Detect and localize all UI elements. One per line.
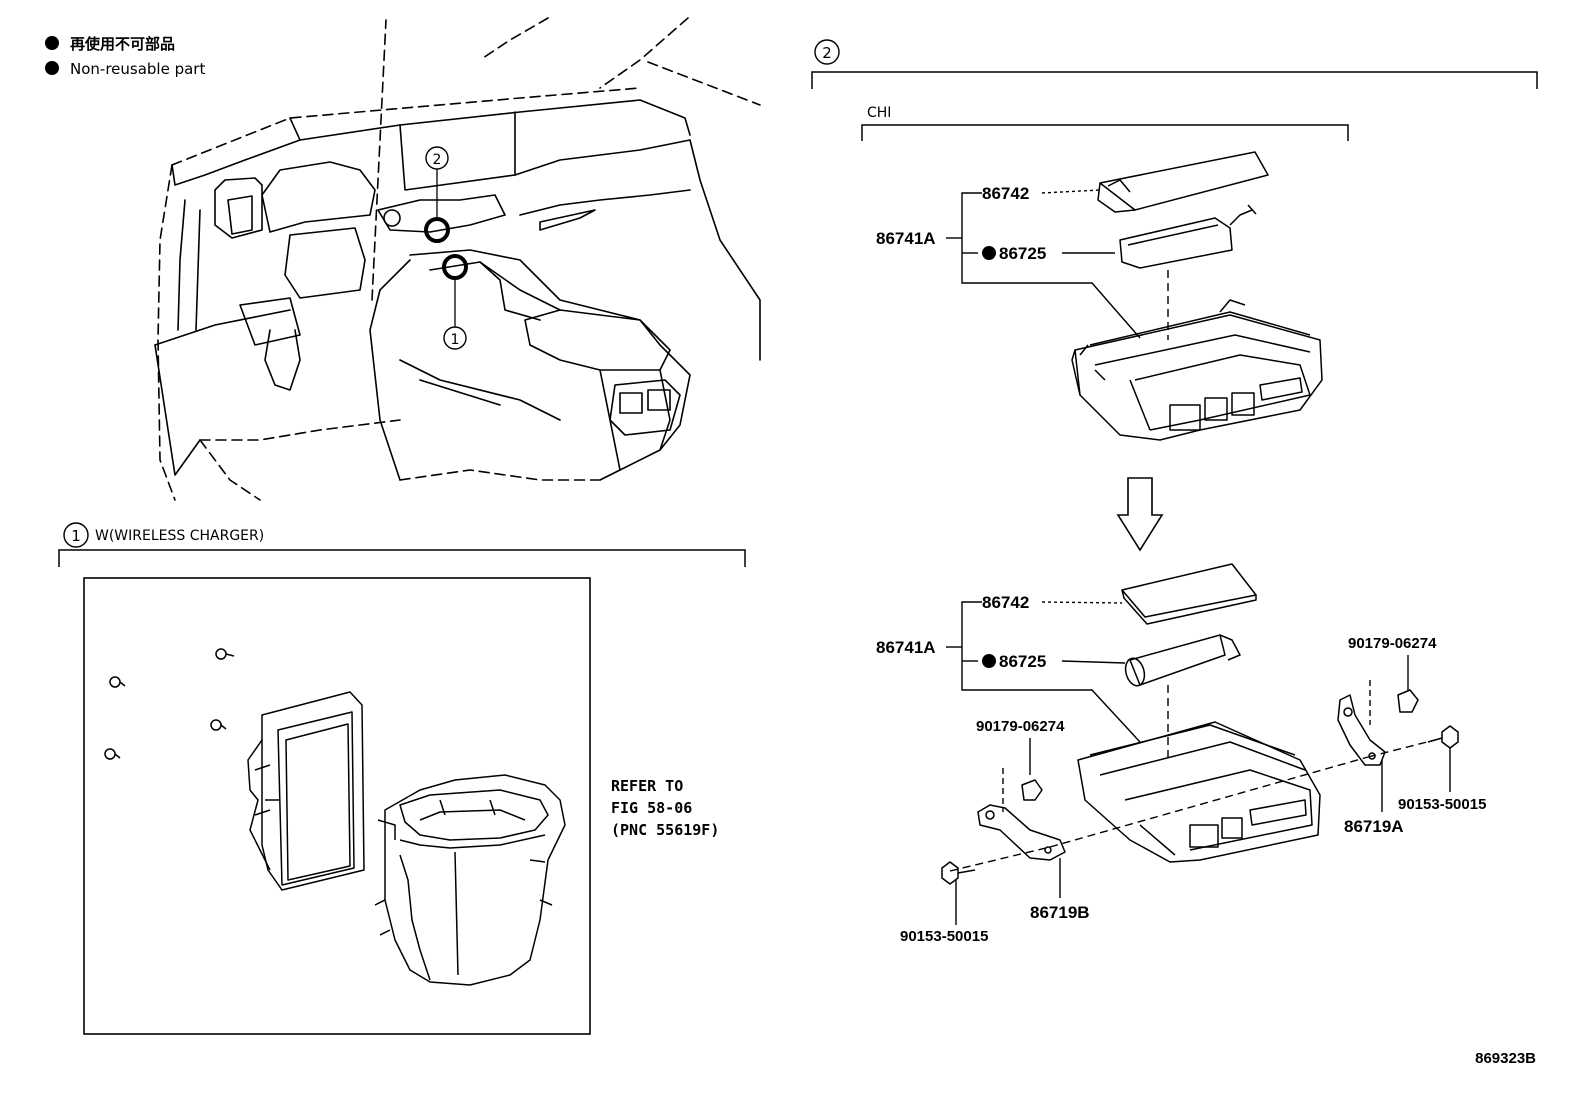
non-reusable-dot-icon	[982, 246, 996, 260]
svg-text:REFER TO: REFER TO	[611, 777, 683, 795]
wireless-charger-frame	[83, 577, 591, 1035]
non-reusable-dot-icon	[45, 36, 59, 50]
svg-text:(PNC 55619F): (PNC 55619F)	[611, 821, 719, 839]
part-90153-50015-right: 90153-50015	[1398, 796, 1486, 813]
section-1-header: 1 W(WIRELESS CHARGER)	[58, 522, 746, 567]
part-90179-06274-left: 90179-06274	[976, 718, 1065, 735]
dashboard-illustration	[154, 17, 761, 501]
section-1-title: W(WIRELESS CHARGER)	[95, 528, 264, 544]
svg-text:FIG 58-06: FIG 58-06	[611, 799, 692, 817]
svg-text:2: 2	[433, 152, 442, 168]
part-86742: 86742	[982, 593, 1029, 612]
svg-text:2: 2	[822, 44, 832, 62]
callout-1: 1	[443, 326, 467, 350]
bottom-part-labels: 86742 86741A 86725 90179-06274 90179-062…	[876, 593, 1486, 945]
screw-icon	[210, 719, 227, 731]
screw-icon	[109, 676, 126, 688]
callout-1-target-icon	[442, 254, 468, 280]
callout-2-target-icon	[424, 217, 450, 243]
refer-note: REFER TO FIG 58-06 (PNC 55619F)	[611, 777, 719, 839]
legend: 再使用不可部品 Non-reusable part	[45, 35, 205, 78]
top-assembly-leaders	[946, 189, 1169, 340]
legend-jp: 再使用不可部品	[70, 35, 175, 53]
part-86725: 86725	[999, 244, 1046, 263]
section-2-header: 2 CHI	[811, 39, 1538, 141]
wireless-charger-illustration	[104, 648, 566, 986]
part-90153-50015-left: 90153-50015	[900, 928, 988, 945]
callout-2: 2	[425, 146, 449, 170]
screw-icon	[215, 648, 235, 660]
part-86741A: 86741A	[876, 638, 936, 657]
top-part-labels: 86742 86741A 86725	[876, 184, 1046, 263]
non-reusable-dot-icon	[45, 61, 59, 75]
screw-icon	[104, 748, 121, 760]
svg-text:1: 1	[71, 527, 81, 545]
arrow-down-icon	[1116, 477, 1164, 552]
figure-id: 869323B	[1475, 1050, 1536, 1067]
part-86719B: 86719B	[1030, 903, 1090, 922]
part-86741A: 86741A	[876, 229, 936, 248]
top-assembly-illustration	[1071, 151, 1323, 441]
part-86725: 86725	[999, 652, 1046, 671]
part-90179-06274-right: 90179-06274	[1348, 635, 1437, 652]
part-86742: 86742	[982, 184, 1029, 203]
legend-en: Non-reusable part	[70, 60, 205, 78]
section-2-sub-label: CHI	[867, 105, 891, 121]
bottom-assembly-illustration	[941, 563, 1459, 885]
non-reusable-dot-icon	[982, 654, 996, 668]
bottom-assembly-leaders	[946, 601, 1451, 925]
part-86719A: 86719A	[1344, 817, 1404, 836]
svg-text:1: 1	[451, 332, 460, 348]
